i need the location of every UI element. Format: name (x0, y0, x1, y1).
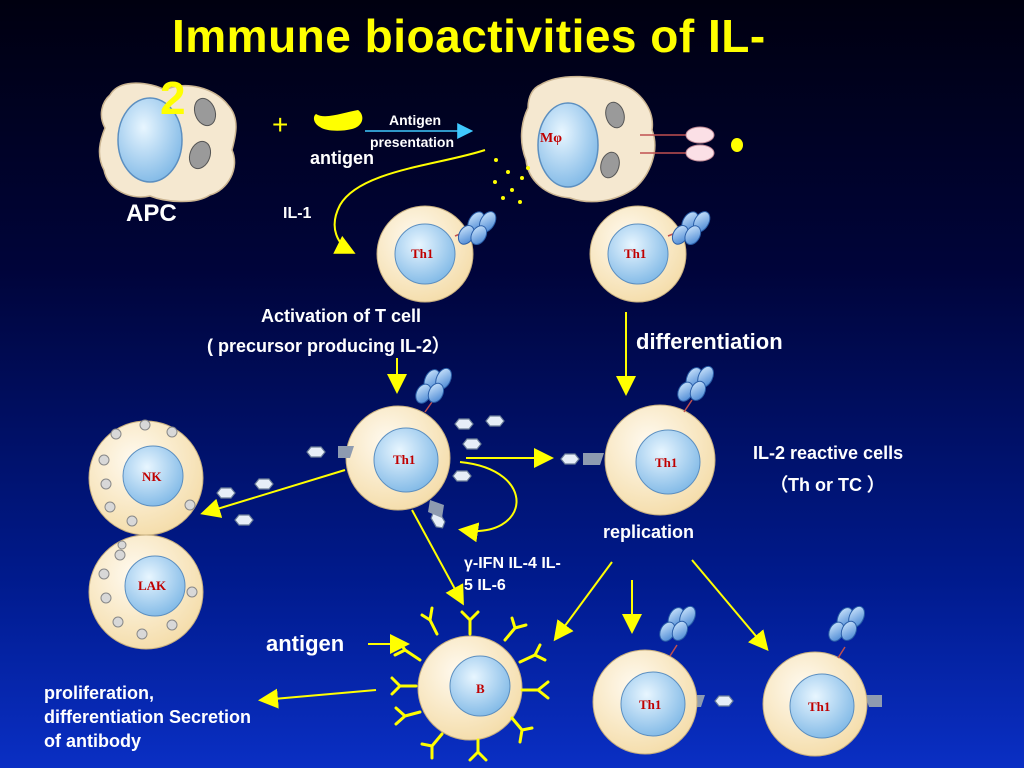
il2-reactive-line2: （Th or TC ） (770, 475, 885, 495)
il1-dots (493, 158, 530, 204)
apc-label: APC (126, 200, 177, 227)
proliferation-line2: differentiation Secretion (44, 707, 252, 727)
activation-line2: ( precursor producing IL-2） (207, 336, 451, 356)
macrophage-cell (520, 75, 743, 203)
replication-label: replication (603, 522, 695, 542)
b-cell (390, 606, 550, 762)
activation-line1: Activation of T cell (261, 306, 422, 326)
plus-sign: + (272, 109, 288, 140)
antigen-presentation-line1: Antigen (389, 112, 442, 128)
nk-cell (88, 419, 204, 536)
th1-cell-bottom-left (592, 598, 700, 755)
page-title-line2: 2 (160, 72, 186, 124)
th1-label-right: Th1 (655, 455, 677, 470)
b-label: B (476, 681, 485, 696)
nk-label: NK (142, 469, 162, 484)
arrow-cytokine-loop (458, 461, 518, 543)
antigen-b-label: antigen (266, 631, 345, 656)
th1-label-top-left: Th1 (411, 246, 433, 261)
th1-label-bottom-left: Th1 (639, 697, 661, 712)
arrow-center-to-nk (200, 469, 346, 518)
arrow-b-to-proliferation (258, 688, 377, 709)
antigen-presentation-line2: presentation (370, 134, 455, 150)
lak-cell (88, 534, 204, 650)
th1-label-bottom-right: Th1 (808, 699, 830, 714)
apc-cell (98, 82, 237, 203)
il1-label: IL-1 (283, 205, 312, 222)
cytokines-line1: γ-IFN IL-4 IL- (464, 555, 561, 572)
page-title: Immune bioactivities of IL- (172, 10, 766, 62)
th1-cell-top-right (589, 202, 714, 303)
lak-label: LAK (138, 578, 167, 593)
th1-label-center: Th1 (393, 452, 415, 467)
proliferation-line1: proliferation, (44, 683, 155, 703)
proliferation-line3: of antibody (44, 731, 141, 751)
antigen-blob (313, 110, 363, 131)
th1-cell-center (345, 360, 456, 511)
il2-reactive-line1: IL-2 reactive cells (753, 443, 904, 463)
arrow-center-to-b (411, 509, 464, 606)
arrow-replication-to-b (553, 561, 613, 642)
il1-arrow (333, 149, 486, 254)
arrow-replication-right (691, 559, 769, 652)
th1-cell-right (604, 358, 718, 516)
antigen-top-label: antigen (310, 148, 375, 168)
th1-cell-top-left (376, 202, 500, 303)
mphi-label: Mφ (540, 131, 562, 146)
th1-cell-bottom-right (762, 598, 869, 757)
th1-label-top-right: Th1 (624, 246, 646, 261)
cytokines-line2: 5 IL-6 (464, 577, 506, 594)
differentiation-label: differentiation (636, 329, 783, 354)
